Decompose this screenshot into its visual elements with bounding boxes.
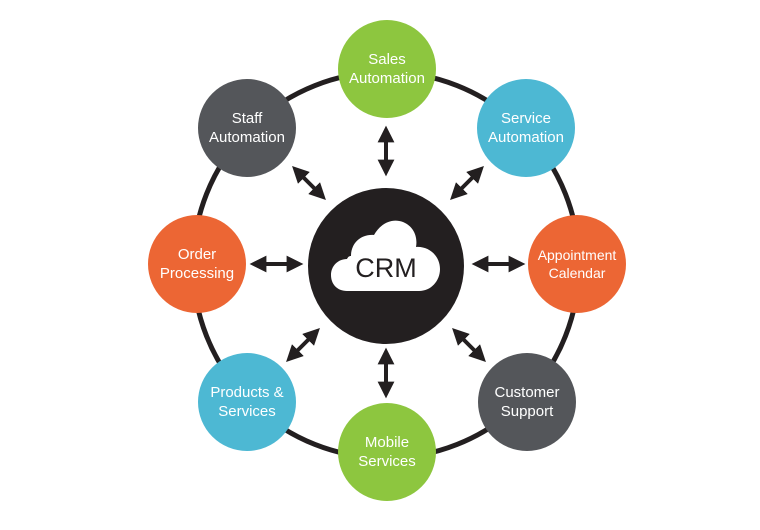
- node-label: Mobile Services: [358, 434, 416, 470]
- node-label: Sales Automation: [349, 51, 425, 87]
- connector-arrow-staff: [292, 166, 326, 200]
- node-staff-automation: Staff Automation: [198, 79, 296, 177]
- crm-label: CRM: [355, 253, 417, 283]
- node-mobile-services: Mobile Services: [338, 403, 436, 501]
- node-label: Order Processing: [159, 246, 235, 282]
- node-order-processing: Order Processing: [148, 215, 246, 313]
- connector-arrow-products: [286, 328, 320, 362]
- node-label: Products & Services: [210, 384, 284, 420]
- node-label: Service Automation: [488, 110, 564, 146]
- node-appointment-calendar: Appointment Calendar: [528, 215, 626, 313]
- cloud-icon: [331, 220, 440, 291]
- node-products-services: Products & Services: [198, 353, 296, 451]
- node-label: Appointment Calendar: [537, 247, 617, 281]
- node-label: Customer Support: [494, 384, 560, 420]
- node-service-automation: Service Automation: [477, 79, 575, 177]
- connector-arrow-customer: [452, 328, 486, 362]
- node-sales-automation: Sales Automation: [338, 20, 436, 118]
- node-customer-support: Customer Support: [478, 353, 576, 451]
- connector-arrow-service: [450, 166, 484, 200]
- node-label: Staff Automation: [209, 110, 285, 146]
